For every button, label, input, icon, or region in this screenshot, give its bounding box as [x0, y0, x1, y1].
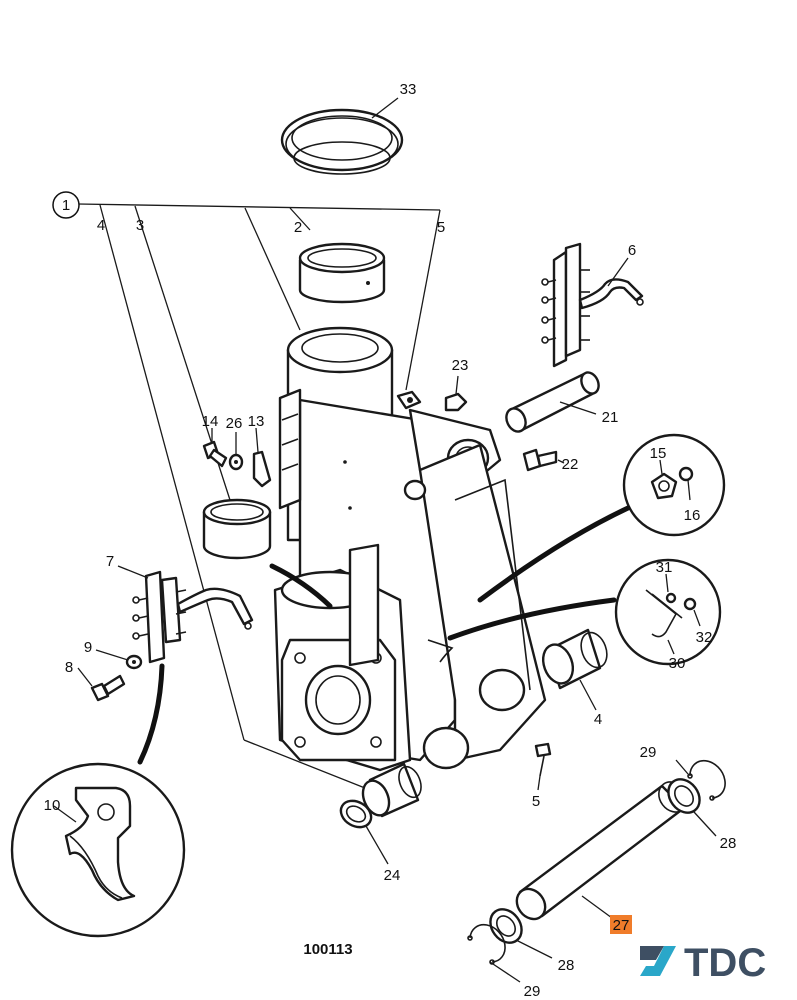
- tdc-logo: TDC: [640, 941, 766, 985]
- callout-9[interactable]: 9: [84, 639, 92, 656]
- part-26-washer[interactable]: [228, 432, 244, 471]
- part-29-circlip-lower[interactable]: [467, 923, 521, 983]
- part-7-manifold[interactable]: [117, 565, 254, 664]
- part-8-bolt[interactable]: [77, 667, 126, 702]
- callout-30[interactable]: 30: [669, 655, 686, 672]
- callout-22[interactable]: 22: [562, 456, 579, 473]
- detail-30-pointer: [447, 597, 617, 641]
- part-21-pin[interactable]: [503, 370, 602, 435]
- callout-5-lower[interactable]: 5: [532, 793, 540, 810]
- callout-3[interactable]: 3: [136, 217, 144, 234]
- part-3-bushing[interactable]: [202, 498, 272, 560]
- part-9-washer[interactable]: [95, 649, 143, 670]
- part-13-clip[interactable]: [252, 427, 272, 488]
- part-33-seal-ring[interactable]: [280, 108, 404, 175]
- callout-4-left[interactable]: 4: [97, 217, 105, 234]
- part-24-washer[interactable]: [336, 796, 389, 865]
- part-5-bolt-lower[interactable]: [534, 742, 552, 791]
- part-14-bolt[interactable]: [202, 428, 228, 468]
- callout-10[interactable]: 10: [44, 797, 61, 814]
- tdc-logo-icon: [640, 946, 676, 976]
- callout-28-upper[interactable]: 28: [720, 835, 737, 852]
- callout-32[interactable]: 32: [696, 629, 713, 646]
- casting-pointer: [269, 563, 333, 609]
- callout-5-top[interactable]: 5: [437, 219, 445, 236]
- part-2-bushing[interactable]: [298, 242, 386, 304]
- callout-16[interactable]: 16: [684, 507, 701, 524]
- part-28-washer-lower[interactable]: [484, 903, 553, 959]
- part-5-bolt-top[interactable]: [396, 390, 422, 410]
- part-4-bush-right[interactable]: [538, 628, 611, 711]
- callout-26[interactable]: 26: [226, 415, 243, 432]
- part-22-bolt[interactable]: [522, 448, 565, 472]
- callout-29-upper[interactable]: 29: [640, 744, 657, 761]
- callout-21[interactable]: 21: [602, 409, 619, 426]
- part-29-circlip-upper[interactable]: [675, 759, 726, 801]
- svg-text:27: 27: [613, 917, 630, 934]
- detail-15-16: [622, 433, 726, 537]
- callout-13[interactable]: 13: [248, 413, 265, 430]
- callout-24[interactable]: 24: [384, 867, 401, 884]
- callout-33[interactable]: 33: [400, 81, 417, 98]
- drawing-number: 100113: [303, 941, 352, 958]
- callout-1[interactable]: 1: [52, 191, 80, 219]
- svg-text:1: 1: [62, 197, 70, 214]
- detail-30-31-32: [614, 558, 722, 666]
- hook-on-casting: [427, 639, 454, 663]
- callout-15[interactable]: 15: [650, 445, 667, 462]
- callout-23[interactable]: 23: [452, 357, 469, 374]
- part-23-nut[interactable]: [444, 375, 468, 412]
- callout-6[interactable]: 6: [628, 242, 636, 259]
- part-4-bush-lower[interactable]: [358, 762, 425, 819]
- part-27-pin[interactable]: [511, 776, 693, 924]
- part-28-washer-upper[interactable]: [662, 773, 717, 837]
- callout-14[interactable]: 14: [202, 413, 219, 430]
- callout-7[interactable]: 7: [106, 553, 114, 570]
- detail-10: [10, 762, 186, 938]
- callout-4-right[interactable]: 4: [594, 711, 602, 728]
- callout-27-highlighted[interactable]: 27: [610, 915, 632, 934]
- detail-10-pointer: [137, 663, 165, 765]
- tdc-logo-text: TDC: [684, 941, 766, 985]
- callout-31[interactable]: 31: [656, 559, 673, 576]
- callout-28-lower[interactable]: 28: [558, 957, 575, 974]
- main-casting[interactable]: [273, 326, 547, 772]
- callout-8[interactable]: 8: [65, 659, 73, 676]
- detail-15-16-pointer: [477, 505, 631, 603]
- callout-29-lower[interactable]: 29: [524, 983, 541, 1000]
- callout-2[interactable]: 2: [294, 219, 302, 236]
- part-6-manifold[interactable]: [541, 242, 644, 368]
